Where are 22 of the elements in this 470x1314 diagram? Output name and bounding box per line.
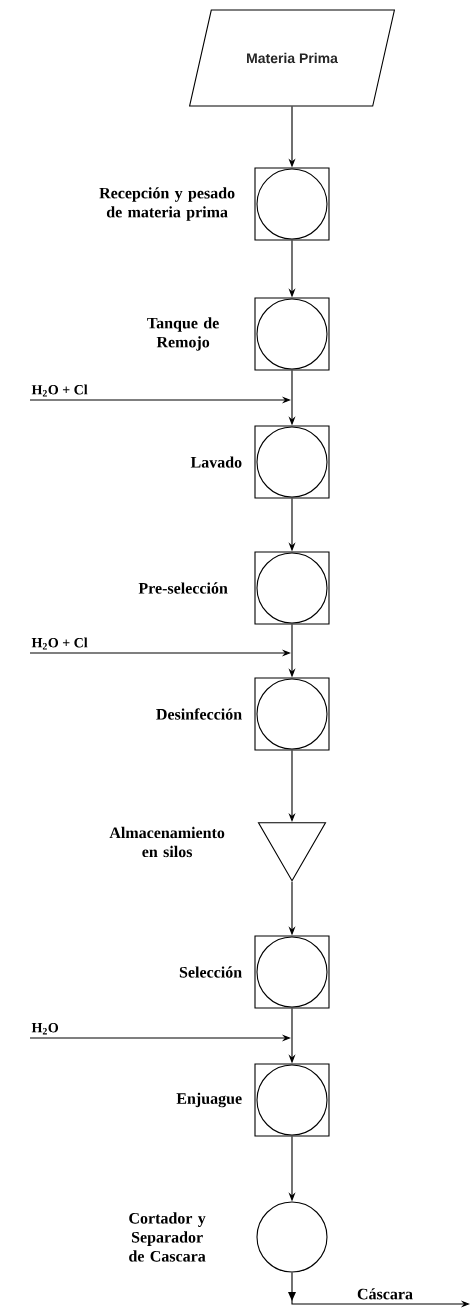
operation-symbol bbox=[254, 677, 330, 751]
step-label: Desinfección bbox=[156, 708, 242, 720]
operation-circle bbox=[256, 1201, 328, 1273]
step-label: Pre-selección bbox=[138, 582, 228, 594]
operation-symbol bbox=[254, 167, 330, 241]
operation-symbol bbox=[254, 551, 330, 625]
step-label: Lavado bbox=[190, 456, 242, 468]
operation-symbol bbox=[254, 935, 330, 1009]
step-label: Recepción y pesado de materia prima bbox=[99, 187, 235, 221]
step-label: Tanque de Remojo bbox=[147, 317, 219, 351]
edge-label: Cáscara bbox=[357, 1288, 413, 1300]
step-label: Enjuague bbox=[176, 1092, 242, 1108]
operation-symbol bbox=[254, 425, 330, 499]
step-label: Selección bbox=[179, 966, 242, 978]
edge-label: H$_{2}$O + Cl bbox=[31, 384, 88, 397]
operation-symbol bbox=[254, 1063, 330, 1137]
edge-label: H$_{2}$O bbox=[31, 1023, 59, 1035]
step-label: Cortador y Separador de Cascara bbox=[129, 1212, 206, 1262]
operation-symbol bbox=[254, 297, 330, 371]
step-label: Almacenamiento en silos bbox=[109, 826, 225, 858]
edge-label: H$_{2}$O + Cl bbox=[31, 637, 88, 650]
storage-triangle bbox=[257, 822, 327, 882]
